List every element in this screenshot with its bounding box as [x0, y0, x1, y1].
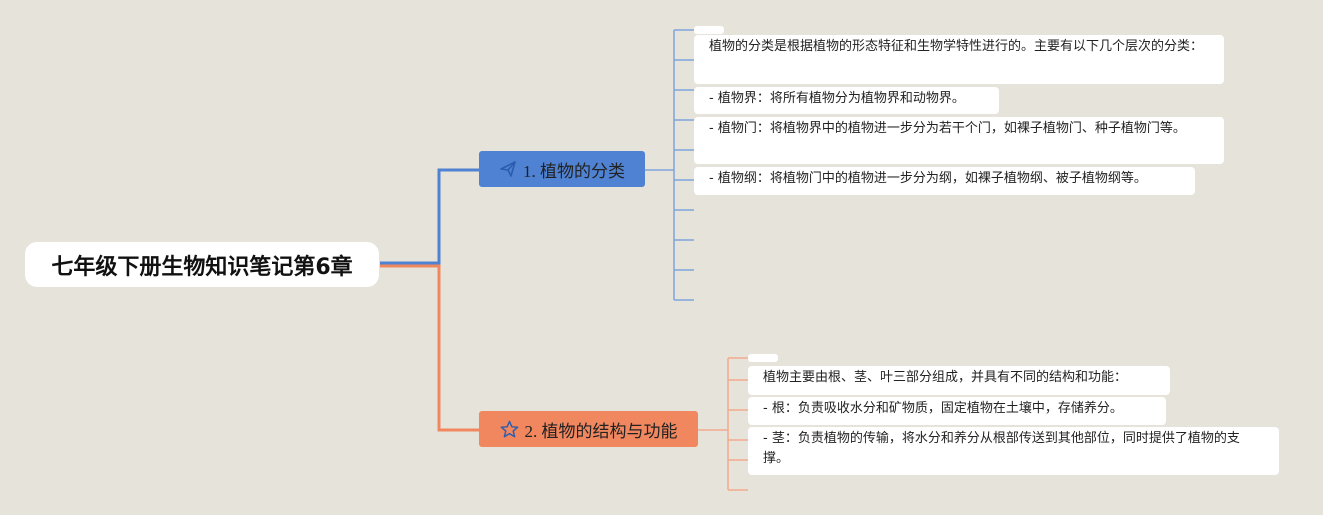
leaf-node[interactable]: - 茎：负责植物的传输，将水分和养分从根部传送到其他部位，同时提供了植物的支撑。: [748, 427, 1279, 475]
connector-branch-2-leaves: [698, 357, 748, 491]
empty-leaf-tab[interactable]: [694, 26, 724, 34]
leaf-node[interactable]: - 植物门：将植物界中的植物进一步分为若干个门，如裸子植物门、种子植物门等。: [694, 117, 1224, 164]
connector-root-branch-2: [380, 264, 479, 432]
root-topic[interactable]: 七年级下册生物知识笔记第6章: [25, 242, 379, 287]
leaf-node[interactable]: - 植物纲：将植物门中的植物进一步分为纲，如裸子植物纲、被子植物纲等。: [694, 167, 1195, 195]
leaf-text: - 茎：负责植物的传输，将水分和养分从根部传送到其他部位，同时提供了植物的支撑。: [763, 431, 1240, 466]
root-title: 七年级下册生物知识笔记第6章: [51, 254, 353, 280]
connector-branch-1-leaves: [645, 29, 694, 301]
branch-label: 1. 植物的分类: [523, 161, 625, 181]
branch-topic-plant-classification[interactable]: 1. 植物的分类: [479, 151, 645, 187]
star-icon: [500, 420, 519, 439]
leaf-text: 植物的分类是根据植物的形态特征和生物学特性进行的。主要有以下几个层次的分类：: [709, 39, 1204, 54]
leaf-text: 植物主要由根、茎、叶三部分组成，并具有不同的结构和功能：: [763, 370, 1128, 385]
leaf-node[interactable]: 植物主要由根、茎、叶三部分组成，并具有不同的结构和功能：: [748, 366, 1170, 395]
paper-plane-icon: [499, 160, 517, 178]
connector-root-branch-1: [380, 168, 479, 265]
leaf-text: - 植物界：将所有植物分为植物界和动物界。: [709, 91, 965, 106]
leaf-text: - 植物门：将植物界中的植物进一步分为若干个门，如裸子植物门、种子植物门等。: [709, 121, 1186, 136]
branch-topic-plant-structure[interactable]: 2. 植物的结构与功能: [479, 411, 698, 447]
leaf-text: - 植物纲：将植物门中的植物进一步分为纲，如裸子植物纲、被子植物纲等。: [709, 171, 1147, 186]
branch-label: 2. 植物的结构与功能: [524, 421, 678, 441]
leaf-node[interactable]: - 根：负责吸收水分和矿物质，固定植物在土壤中，存储养分。: [748, 397, 1166, 425]
empty-leaf-tab[interactable]: [748, 354, 778, 362]
leaf-text: - 根：负责吸收水分和矿物质，固定植物在土壤中，存储养分。: [763, 401, 1123, 416]
leaf-node[interactable]: - 植物界：将所有植物分为植物界和动物界。: [694, 87, 999, 114]
leaf-node[interactable]: 植物的分类是根据植物的形态特征和生物学特性进行的。主要有以下几个层次的分类：: [694, 35, 1224, 84]
